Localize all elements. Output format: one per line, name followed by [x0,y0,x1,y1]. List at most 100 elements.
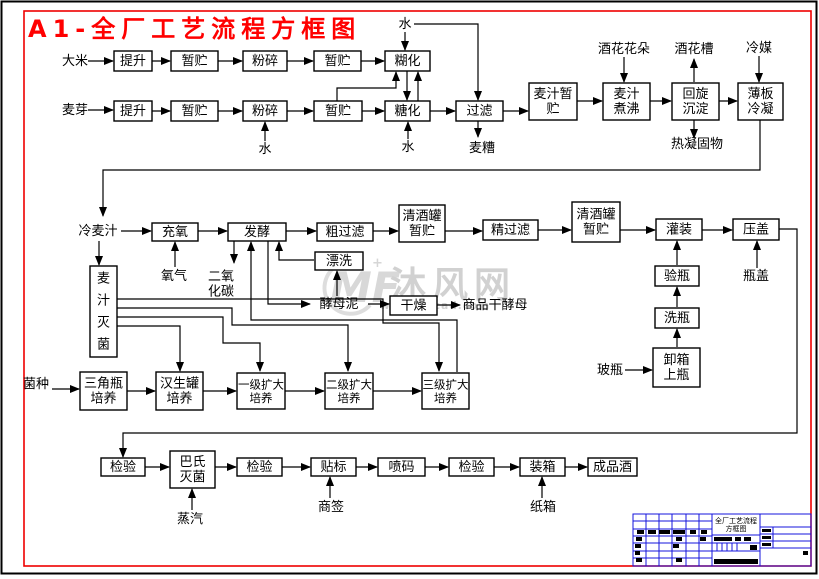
node-mill-1: 粉碎 [242,50,288,72]
node-yeast-mud: 酵母泥 [319,297,358,312]
plate-cooler-box [737,82,784,121]
gelatinize-box [384,50,431,72]
lift-1-box [113,50,153,72]
capping-label: 压盖 [743,222,769,237]
malt-label: 麦芽 [62,103,88,118]
node-rough-filter: 粗过滤 [316,222,374,242]
node-labeling: 贴标 [310,457,357,477]
flow-arrow [336,71,400,101]
node-dryer: 干燥 [389,295,438,316]
watermark-plus-icon: + [372,256,383,271]
node-rice: 大米 [62,54,88,69]
node-inspect-1: 检验 [100,457,146,477]
node-fine-filter: 精过滤 [482,219,539,241]
finished-beer-box [587,457,638,477]
hot-trub-label: 热凝固物 [671,136,723,152]
capping-box [732,218,780,241]
fine-filter-label: 精过滤 [491,223,530,238]
node-flask-culture: 三角瓶培养 [79,371,128,411]
filling-label: 灌装 [666,222,692,237]
bottle-wash-box [654,307,700,329]
rinse-box [314,251,364,271]
mill-2-label: 粉碎 [252,104,278,119]
rice-label: 大米 [62,54,88,69]
rinse-label: 漂洗 [326,253,352,269]
bottle-check-label: 验瓶 [664,268,690,284]
node-co2: 二氧化碳 [208,269,234,299]
rough-filter-box [316,222,374,242]
node-hot-trub: 热凝固物 [671,136,723,152]
node-hop-flower: 酒花花朵 [598,41,650,57]
finished-beer-label: 成品酒 [593,460,632,475]
node-saccharify: 糖化 [384,100,431,122]
steam-label: 蒸汽 [177,512,203,527]
cold-wort-label: 冷麦汁 [78,224,117,239]
wort-boil-label: 麦汁煮沸 [613,87,639,117]
node-oxygenate: 充氧 [151,222,199,242]
saccharify-label: 糖化 [394,103,420,119]
node-wort-sterilize: 麦汁灭菌 [89,265,118,358]
store-4-box [313,100,363,122]
hop-dreg-label: 酒花槽 [674,41,713,57]
ferment-box [227,222,287,242]
inspect-2-label: 检验 [246,459,272,475]
node-filter: 过滤 [455,100,504,122]
node-mill-2: 粉碎 [242,100,288,122]
flask-culture-label: 三角瓶培养 [84,376,123,406]
coolant-label: 冷媒 [746,41,772,56]
flow-arrow [99,120,761,217]
water-mill-label: 水 [258,142,271,157]
drawing-title: A1-全厂工艺流程方框图 [28,15,361,43]
flask-culture-box [79,371,128,411]
node-water-sacch: 水 [401,140,414,155]
store-2-box [313,50,362,72]
flow-nodes: 大米麦芽提升暂贮粉碎暂贮糊化提升暂贮粉碎暂贮糖化过滤麦汁暂贮麦汁煮沸回旋沉淀薄板… [23,17,784,527]
node-steam: 蒸汽 [177,512,203,527]
node-inkjet: 喷码 [377,457,426,477]
expand-1-box [236,372,286,410]
bright-tank-1-label: 清酒罐暂贮 [402,209,441,239]
expand-1-label: 一级扩大培养 [238,377,284,405]
node-wort-store: 麦汁暂贮 [528,82,578,121]
node-lift-1: 提升 [113,50,153,72]
flow-arrow [117,307,352,372]
ferment-label: 发酵 [244,224,270,240]
bright-tank-2-box [571,201,621,243]
plate-cooler-label: 薄板冷凝 [747,87,773,117]
whirlpool-label: 回旋沉淀 [682,87,708,117]
water-sacch-label: 水 [401,140,414,155]
title-block-name-line1: 全厂工艺流程 [715,516,757,525]
node-capping: 压盖 [732,218,780,241]
label-paper-label: 商签 [318,499,344,515]
node-whirlpool: 回旋沉淀 [671,82,720,121]
flow-arrow [117,325,184,372]
store-1-box [170,50,219,72]
node-label-paper: 商签 [318,499,344,515]
title-block-name-line2: 方框图 [726,524,747,533]
inspect-3-label: 检验 [458,459,484,475]
expand-3-label: 三级扩大培养 [423,377,469,405]
labeling-label: 贴标 [320,460,346,475]
watermark-swirl [322,263,372,316]
drawing-frame [23,10,812,567]
carton-label: 纸箱 [530,499,556,515]
flow-edges [52,23,798,510]
bottle-wash-label: 洗瓶 [664,311,690,326]
flow-arrow [247,241,458,372]
labeling-box [310,457,357,477]
expand-2-box [324,372,374,410]
node-gelatinize: 糊化 [384,50,431,72]
bright-tank-2-label: 清酒罐暂贮 [576,207,615,237]
expand-3-box [421,372,470,410]
dryer-label: 干燥 [400,298,426,313]
flow-arrow [267,241,311,308]
store-1-label: 暂贮 [181,54,207,69]
node-glass-bottle: 玻瓶 [597,363,623,378]
node-bright-tank-2: 清酒罐暂贮 [571,201,621,243]
node-store-2: 暂贮 [313,50,362,72]
fine-filter-box [482,219,539,241]
filter-label: 过滤 [466,104,492,119]
node-inspect-3: 检验 [448,457,495,477]
